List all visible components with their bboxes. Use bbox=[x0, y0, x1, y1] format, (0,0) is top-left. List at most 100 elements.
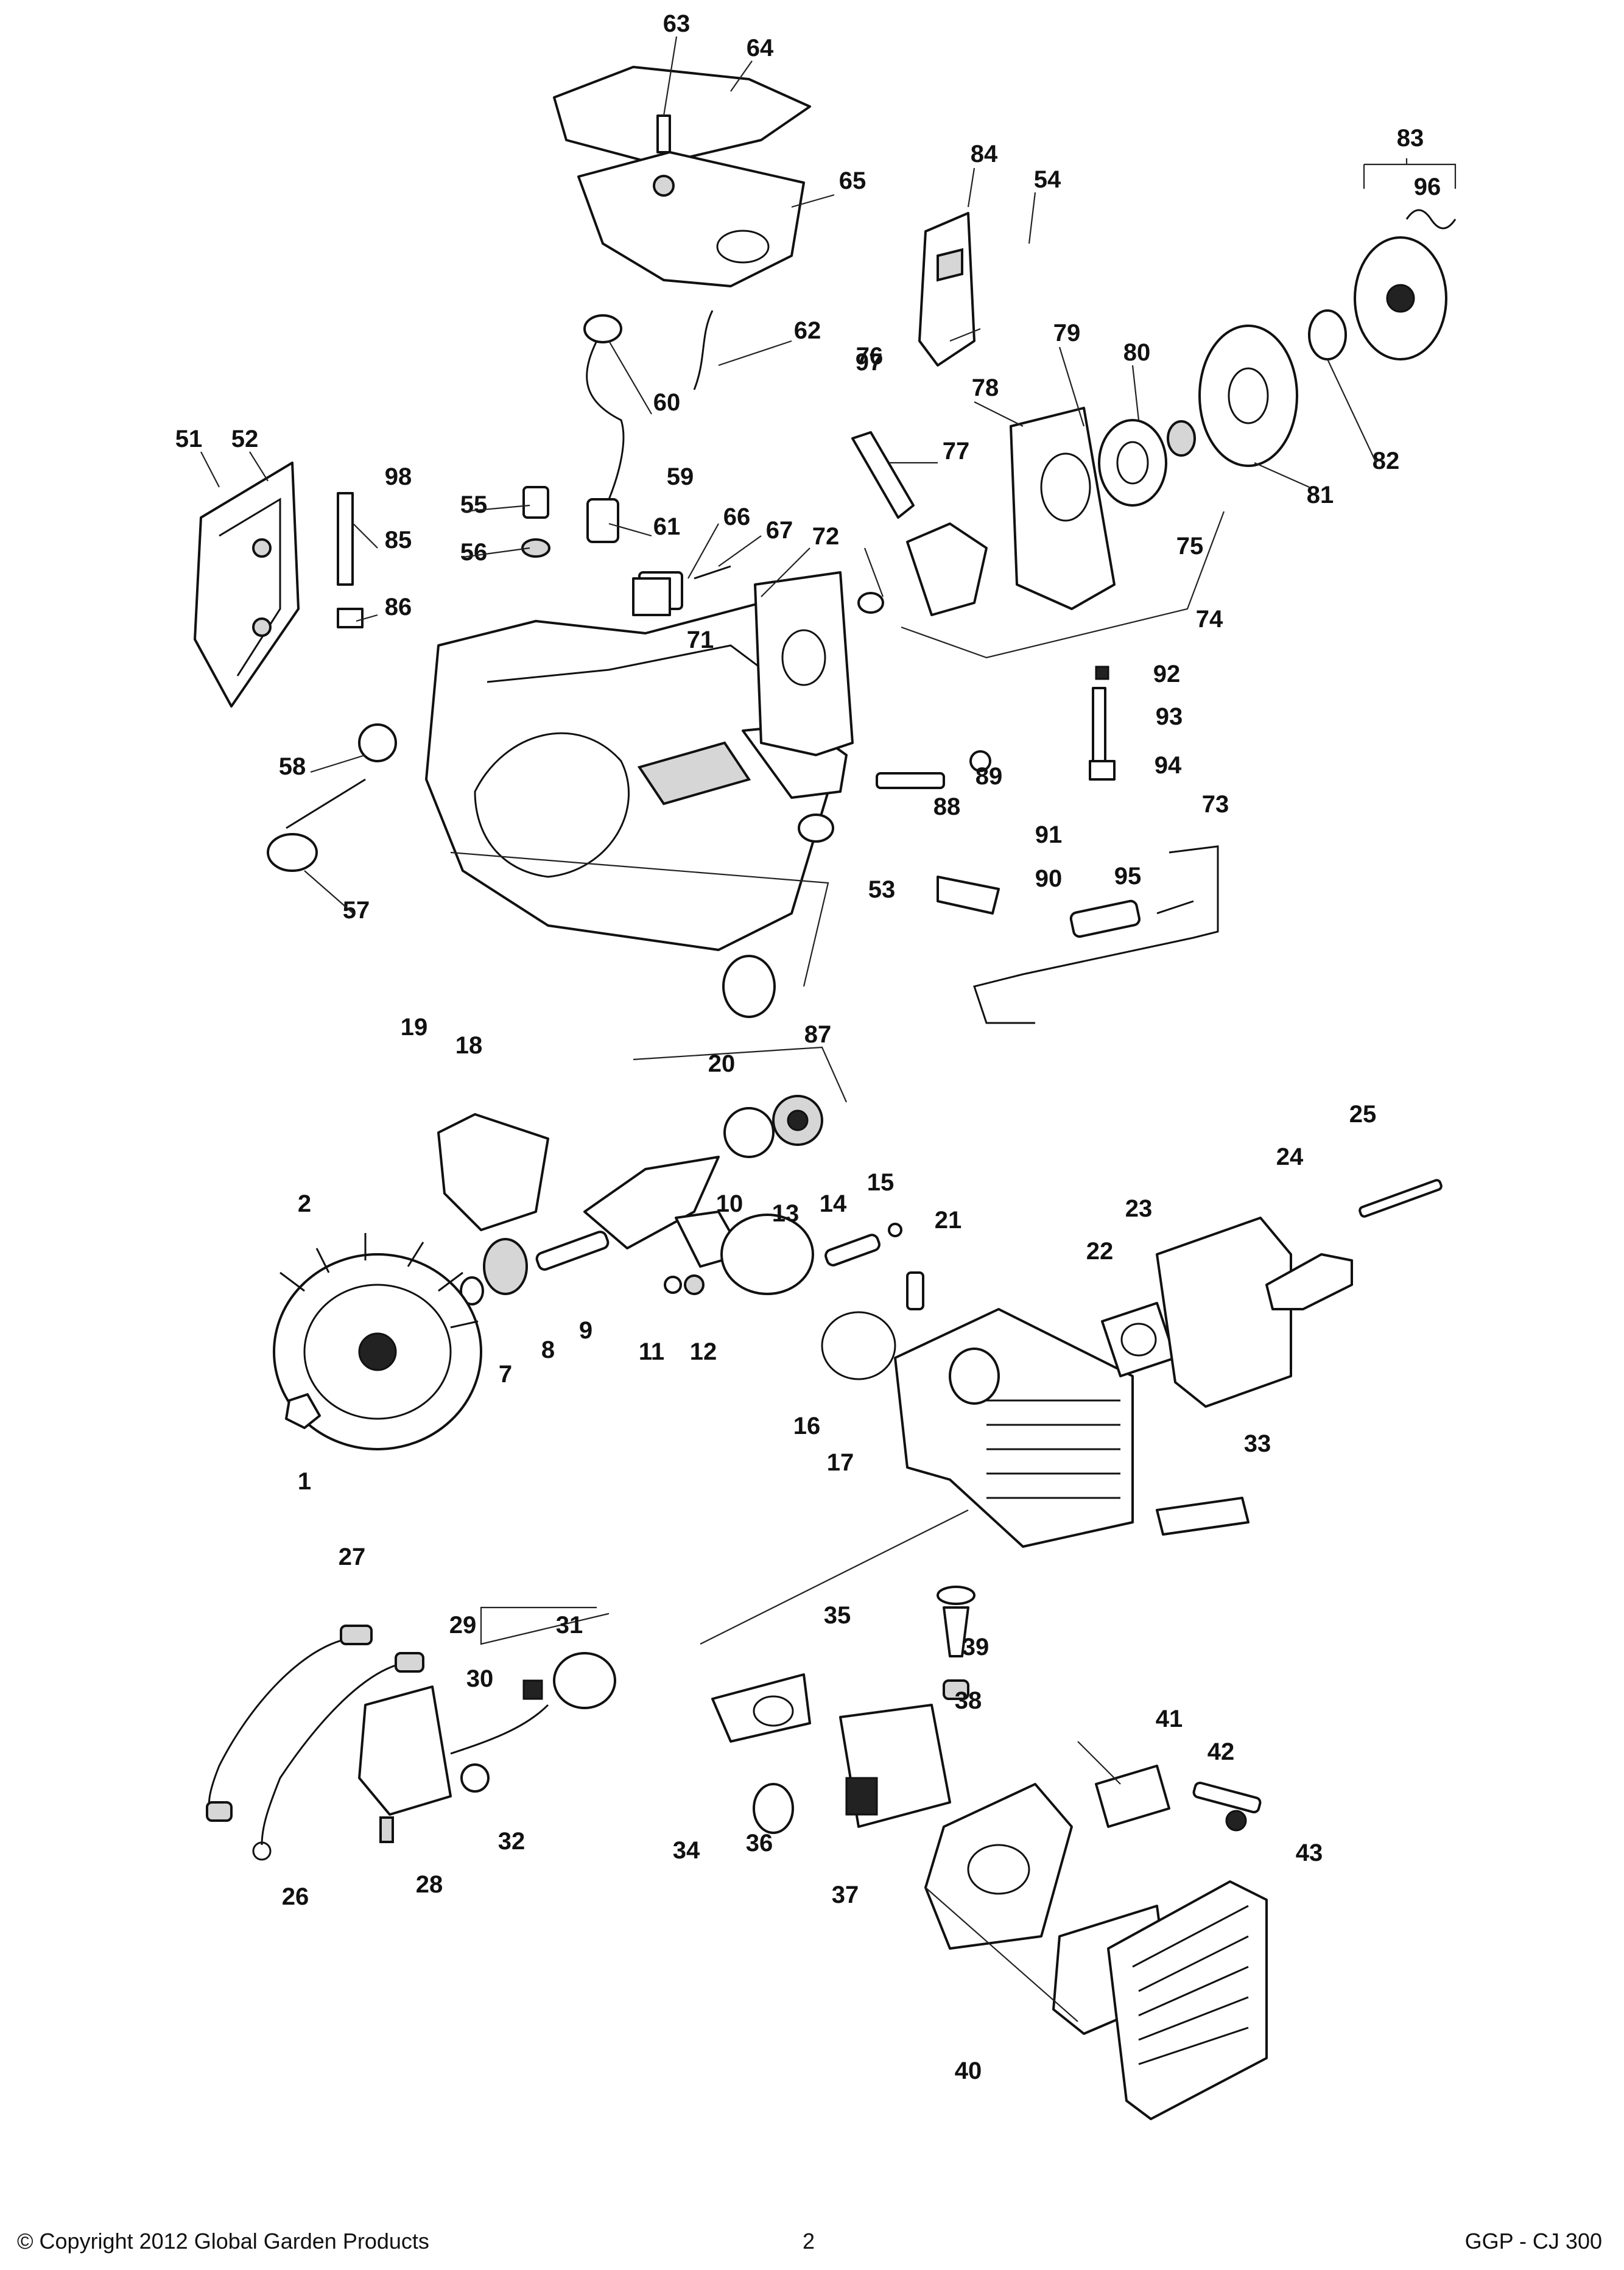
part-label: 83 bbox=[1397, 125, 1424, 152]
part-label: 15 bbox=[867, 1169, 895, 1196]
part-label: 36 bbox=[746, 1830, 773, 1857]
part-label: 54 bbox=[1034, 166, 1061, 193]
part-label: 25 bbox=[1349, 1101, 1377, 1128]
part-label: 63 bbox=[663, 10, 691, 37]
part-label: 2 bbox=[298, 1190, 311, 1217]
part-label: 98 bbox=[385, 463, 412, 490]
part-label: 37 bbox=[832, 1882, 859, 1908]
flywheel-group bbox=[273, 1233, 482, 1450]
part-label: 86 bbox=[385, 594, 412, 620]
top-cover-group bbox=[553, 66, 811, 287]
footer-page-number: 2 bbox=[803, 2229, 815, 2254]
part-label: 53 bbox=[868, 876, 896, 903]
part-label: 91 bbox=[1035, 821, 1063, 848]
carburetor-airfilter-group bbox=[711, 1586, 1268, 2120]
assembly-brackets bbox=[450, 158, 1457, 2022]
part-label: 11 bbox=[639, 1338, 664, 1365]
part-label: 28 bbox=[416, 1871, 443, 1898]
part-label: 42 bbox=[1207, 1738, 1235, 1765]
part-label: 30 bbox=[466, 1665, 494, 1692]
part-label: 84 bbox=[971, 141, 998, 167]
part-label: 76 bbox=[856, 343, 884, 370]
part-label: 33 bbox=[1244, 1430, 1271, 1457]
part-label: 23 bbox=[1125, 1195, 1153, 1222]
part-label: 35 bbox=[824, 1602, 851, 1629]
part-label: 57 bbox=[343, 897, 370, 924]
part-label: 21 bbox=[935, 1207, 962, 1234]
part-label: 41 bbox=[1156, 1706, 1183, 1732]
part-label: 72 bbox=[812, 523, 840, 550]
part-label: 8 bbox=[541, 1337, 555, 1363]
part-label: 20 bbox=[708, 1050, 736, 1077]
part-label: 12 bbox=[690, 1338, 717, 1365]
part-label: 39 bbox=[962, 1634, 990, 1660]
part-label: 75 bbox=[1176, 533, 1204, 560]
part-label: 9 bbox=[579, 1317, 592, 1344]
chain-brake-clutch-group bbox=[851, 209, 1457, 616]
part-label: 18 bbox=[455, 1032, 483, 1059]
part-label: 82 bbox=[1373, 448, 1400, 474]
part-label: 67 bbox=[766, 517, 793, 544]
part-label: 95 bbox=[1114, 863, 1142, 890]
part-label: 27 bbox=[339, 1544, 366, 1570]
part-label: 52 bbox=[231, 426, 259, 452]
part-label: 90 bbox=[1035, 865, 1063, 892]
part-label: 16 bbox=[793, 1413, 821, 1439]
side-handle-group bbox=[194, 462, 364, 708]
part-label: 87 bbox=[804, 1021, 832, 1048]
fuel-line-group bbox=[583, 310, 731, 610]
part-label: 96 bbox=[1414, 174, 1441, 200]
part-label: 29 bbox=[449, 1612, 477, 1639]
part-label: 79 bbox=[1053, 320, 1081, 346]
part-label: 65 bbox=[839, 167, 866, 194]
part-label: 81 bbox=[1307, 482, 1334, 508]
part-label: 43 bbox=[1296, 1840, 1323, 1866]
part-label: 61 bbox=[653, 513, 681, 540]
misc-small-parts bbox=[267, 486, 1116, 1018]
part-label: 77 bbox=[943, 438, 970, 465]
part-label: 80 bbox=[1123, 339, 1151, 366]
part-label: 55 bbox=[460, 491, 488, 518]
part-label: 10 bbox=[716, 1190, 743, 1217]
part-label: 38 bbox=[955, 1687, 982, 1714]
label-leaders bbox=[200, 36, 1377, 914]
part-label: 19 bbox=[401, 1014, 428, 1041]
part-label: 51 bbox=[175, 426, 203, 452]
part-number-labels: 1 2 7 8 9 10 11 12 13 14 15 16 17 18 19 … bbox=[175, 10, 1441, 2084]
part-label: 26 bbox=[282, 1883, 309, 1910]
part-label: 56 bbox=[460, 539, 488, 566]
part-label: 59 bbox=[667, 463, 694, 490]
part-label: 92 bbox=[1153, 661, 1181, 687]
part-label: 40 bbox=[955, 2057, 982, 2084]
footer-copyright: © Copyright 2012 Global Garden Products bbox=[17, 2229, 429, 2254]
part-label: 31 bbox=[556, 1612, 583, 1639]
footer-model: GGP - CJ 300 bbox=[1464, 2229, 1602, 2254]
crankshaft-group bbox=[437, 1095, 902, 1305]
part-label: 78 bbox=[972, 374, 999, 401]
part-label: 1 bbox=[298, 1468, 311, 1495]
part-label: 97 bbox=[856, 349, 883, 376]
part-label: 24 bbox=[1276, 1144, 1304, 1170]
part-label: 14 bbox=[820, 1190, 847, 1217]
part-label: 74 bbox=[1196, 606, 1223, 633]
crankcase-housing bbox=[425, 571, 854, 951]
part-label: 73 bbox=[1202, 791, 1229, 818]
ignition-group bbox=[206, 1625, 616, 1861]
part-label: 89 bbox=[975, 763, 1003, 790]
part-label: 58 bbox=[279, 753, 306, 780]
part-label: 88 bbox=[933, 793, 961, 820]
part-label: 94 bbox=[1155, 752, 1182, 779]
part-label: 93 bbox=[1156, 703, 1183, 730]
cylinder-muffler-group bbox=[821, 1179, 1443, 1548]
part-label: 22 bbox=[1086, 1238, 1114, 1265]
part-label: 85 bbox=[385, 527, 412, 553]
part-label: 64 bbox=[747, 35, 774, 61]
oil-line-group bbox=[973, 845, 1219, 1024]
part-label: 60 bbox=[653, 389, 681, 416]
part-label: 62 bbox=[794, 317, 821, 344]
part-label: 13 bbox=[772, 1200, 800, 1227]
part-label: 34 bbox=[673, 1837, 700, 1864]
part-label: 7 bbox=[499, 1361, 512, 1388]
part-label: 17 bbox=[827, 1449, 854, 1476]
